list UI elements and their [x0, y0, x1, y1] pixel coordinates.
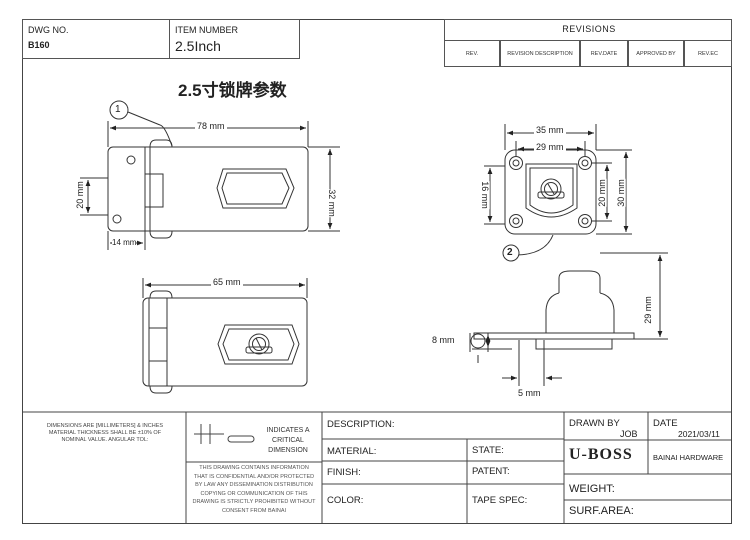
dim-32: 32 mm [326, 189, 337, 217]
drawing-frame [22, 19, 732, 524]
item-number-value: 2.5Inch [175, 38, 221, 54]
tape-spec-label: TAPE SPEC: [472, 495, 528, 506]
dim-78: 78 mm [195, 121, 227, 131]
hasp-top-view [107, 139, 309, 239]
patent-label: PATENT: [472, 466, 510, 477]
dim-65: 65 mm [211, 277, 243, 287]
date-label: DATE [653, 418, 678, 429]
date-value: 2021/03/11 [678, 429, 720, 439]
confidential-note-line: COPYING OR COMMUNICATION OF THIS [200, 490, 308, 497]
lock-plate-front-view [504, 149, 597, 235]
dim-29-plate: 29 mm [534, 142, 566, 152]
brand-logo: U-BOSS [569, 446, 633, 463]
critical-label-line: INDICATES A CRITICAL [266, 427, 310, 444]
dwg-no-label: DWG NO. [28, 25, 69, 35]
confidential-note-line: DRAWING IS STRICTLY PROHIBITED WITHOUT [192, 499, 316, 505]
company-name: BAINAI HARDWARE [653, 453, 724, 462]
dimensions-note-line: MATERIAL THICKNESS SHALL BE ±10% OF [48, 430, 162, 436]
dim-30: 30 mm [615, 179, 626, 207]
dimensions-note-line: NOMINAL VALUE. ANGULAR TOL: [61, 437, 149, 443]
dim-35: 35 mm [534, 125, 566, 135]
drawing-title: 2.5寸锁牌参数 [178, 81, 287, 100]
drawn-by-label: DRAWN BY [569, 418, 620, 429]
confidential-note-line: BY LAW ANY DISSEMINATION DISTRIBUTION [195, 482, 313, 488]
surf-area-label: SURF.AREA: [569, 505, 634, 517]
balloon-2-label: 2 [507, 247, 513, 258]
hasp-bottom-view [142, 290, 308, 394]
title-block-grid [22, 411, 732, 524]
revisions-column-header: REVISION DESCRIPTION [500, 40, 580, 67]
confidential-note-line: CONSENT FROM BAINAI [221, 507, 287, 514]
dim-16: 16 mm [479, 181, 490, 209]
revisions-column-header: REV. [444, 40, 500, 67]
critical-dimension-label: INDICATES A CRITICAL DIMENSION [256, 426, 320, 456]
dimensions-note-line: DIMENSIONS ARE [MILLIMETERS] & INCHES [46, 423, 164, 429]
color-label: COLOR: [327, 495, 364, 506]
dim-20-plate: 20 mm [596, 179, 607, 207]
balloon-2 [502, 244, 520, 262]
dim-8: 8 mm [432, 335, 455, 345]
lock-plate-side-view [470, 270, 635, 350]
revisions-column-header: REV.DATE [580, 40, 628, 67]
finish-label: FINISH: [327, 467, 361, 478]
critical-dimension-symbol [227, 435, 255, 443]
drawn-by-value: JOB [620, 429, 638, 439]
item-number-label: ITEM NUMBER [175, 25, 238, 35]
revisions-column-header: REV.EC [684, 40, 732, 67]
revisions-title: REVISIONS [562, 24, 616, 34]
dim-5: 5 mm [518, 388, 541, 398]
confidential-note: THIS DRAWING CONTAINS INFORMATION THAT IS… [188, 464, 320, 515]
weight-label: WEIGHT: [569, 483, 615, 495]
confidential-note-line: THAT IS CONFIDENTIAL AND/OR PROTECTED [193, 473, 315, 480]
item-number-cell: ITEM NUMBER 2.5Inch [169, 19, 300, 59]
material-label: MATERIAL: [327, 446, 377, 457]
confidential-note-line: THIS DRAWING CONTAINS INFORMATION [199, 465, 309, 471]
balloon-1-label: 1 [115, 104, 121, 115]
dim-20-hinge: 20 mm [74, 181, 85, 209]
description-label: DESCRIPTION: [327, 419, 395, 430]
state-label: STATE: [472, 445, 504, 456]
critical-label-line: DIMENSION [268, 447, 308, 454]
dim-29-side: 29 mm [642, 296, 653, 324]
revisions-column-header: APPROVED BY [628, 40, 684, 67]
dwg-no-value: B160 [28, 40, 50, 50]
dim-14: 14 mm [112, 238, 137, 247]
balloon-1 [109, 100, 129, 120]
